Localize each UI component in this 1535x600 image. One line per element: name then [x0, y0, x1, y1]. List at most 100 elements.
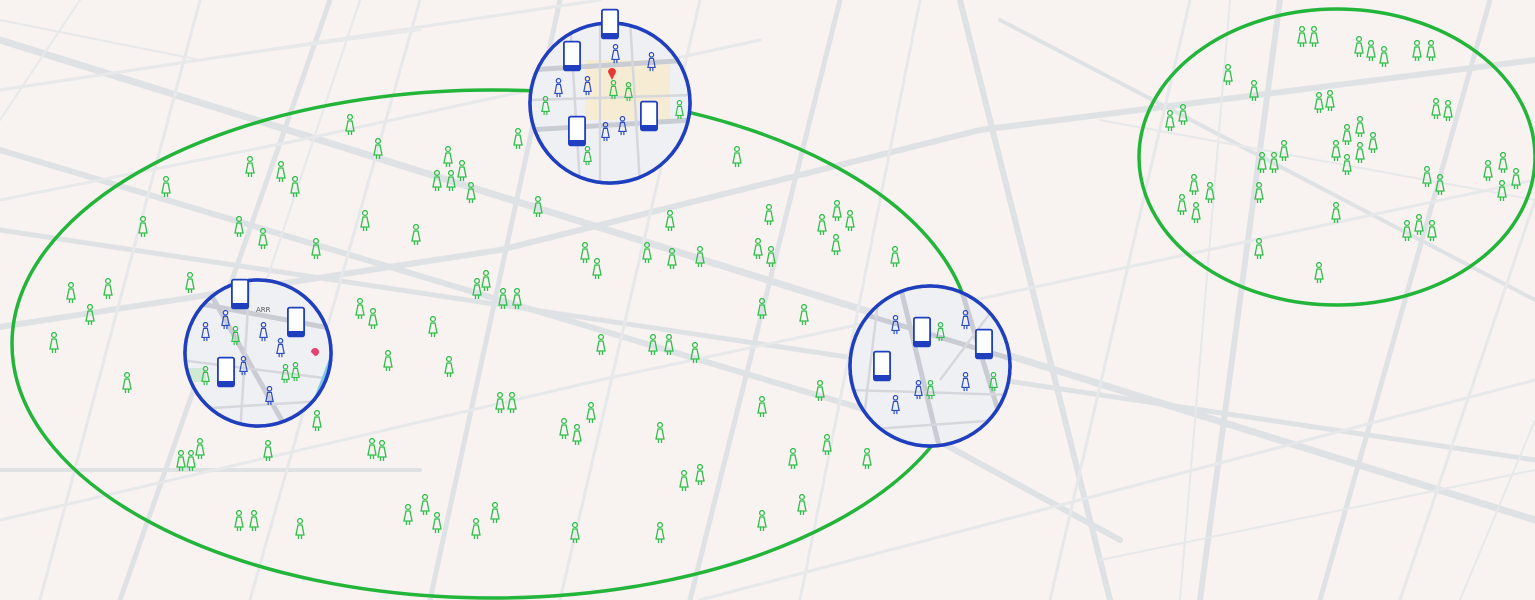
person-icon — [311, 238, 321, 260]
person-icon — [276, 161, 286, 183]
person-icon — [1483, 160, 1493, 182]
person-icon — [443, 146, 453, 168]
person-icon — [1191, 202, 1201, 224]
person-icon — [186, 450, 196, 472]
person-icon — [1223, 64, 1233, 86]
person-icon — [420, 494, 430, 516]
person-icon — [1309, 26, 1319, 48]
person-icon — [234, 510, 244, 532]
person-icon — [1314, 92, 1324, 114]
person-icon — [757, 396, 767, 418]
person-icon — [295, 518, 305, 540]
zoom-inset-left[interactable]: ARR — [180, 275, 340, 435]
small-zone-boundary — [1137, 7, 1535, 307]
person-icon — [185, 272, 195, 294]
person-icon — [655, 422, 665, 444]
person-icon — [457, 160, 467, 182]
person-icon — [753, 238, 763, 260]
person-icon — [655, 522, 665, 544]
person-icon — [432, 512, 442, 534]
mobile-phone-icon — [913, 316, 931, 348]
person-icon — [1379, 46, 1389, 68]
person-icon — [1354, 36, 1364, 58]
person-icon — [788, 448, 798, 470]
person-icon — [1431, 98, 1441, 120]
person-icon — [1297, 26, 1307, 48]
person-icon — [66, 282, 76, 304]
person-icon — [679, 470, 689, 492]
person-icon — [1325, 90, 1335, 112]
person-icon — [1355, 142, 1365, 164]
person-icon — [49, 332, 59, 354]
mobile-phone-icon — [975, 328, 993, 360]
mobile-phone-icon — [217, 356, 235, 388]
person-icon — [138, 216, 148, 238]
person-icon — [360, 210, 370, 232]
person-icon — [249, 510, 259, 532]
person-icon — [195, 438, 205, 460]
person-icon — [832, 200, 842, 222]
person-icon — [732, 146, 742, 168]
person-icon — [1498, 152, 1508, 174]
person-icon — [764, 204, 774, 226]
mobile-phone-icon — [873, 350, 891, 382]
person-icon — [665, 210, 675, 232]
person-icon — [862, 448, 872, 470]
person-icon — [1443, 100, 1453, 122]
zoom-inset-top[interactable] — [528, 8, 693, 185]
person-icon — [490, 502, 500, 524]
person-icon — [580, 242, 590, 264]
location-pin-icon — [608, 68, 616, 80]
person-icon — [1165, 110, 1175, 132]
person-icon — [592, 258, 602, 280]
zoom-inset-right[interactable] — [848, 284, 1015, 450]
person-icon — [161, 176, 171, 198]
person-icon — [1331, 202, 1341, 224]
person-icon — [312, 410, 322, 432]
person-icon — [799, 304, 809, 326]
mobile-phone-icon — [601, 8, 619, 40]
person-icon — [1422, 166, 1432, 188]
person-icon — [1331, 140, 1341, 162]
person-icon — [1368, 132, 1378, 154]
person-icon — [1342, 124, 1352, 146]
mobile-phone-icon — [568, 115, 586, 147]
mobile-phone-icon — [640, 100, 658, 132]
person-icon — [1279, 140, 1289, 162]
person-icon — [1355, 116, 1365, 138]
person-icon — [513, 128, 523, 150]
person-icon — [411, 224, 421, 246]
person-icon — [1412, 40, 1422, 62]
person-icon — [757, 510, 767, 532]
person-icon — [1497, 180, 1507, 202]
person-icon — [1426, 40, 1436, 62]
person-icon — [596, 334, 606, 356]
person-icon — [890, 246, 900, 268]
person-icon — [797, 494, 807, 516]
person-icon — [103, 278, 113, 300]
person-icon — [368, 308, 378, 330]
person-icon — [586, 402, 596, 424]
person-icon — [345, 114, 355, 136]
person-icon — [572, 424, 582, 446]
person-icon — [122, 372, 132, 394]
person-icon — [403, 504, 413, 526]
mobile-phone-icon — [231, 278, 249, 310]
person-icon — [481, 270, 491, 292]
zoom-inset-left-label: ARR — [256, 306, 271, 314]
person-icon — [831, 234, 841, 256]
mobile-phone-icon — [563, 40, 581, 72]
person-icon — [444, 356, 454, 378]
person-icon — [176, 450, 186, 472]
person-icon — [471, 518, 481, 540]
person-icon — [1189, 174, 1199, 196]
mobile-phone-icon — [287, 306, 305, 338]
person-icon — [428, 316, 438, 338]
person-icon — [355, 298, 365, 320]
person-icon — [507, 392, 517, 414]
person-icon — [845, 210, 855, 232]
person-icon — [245, 156, 255, 178]
